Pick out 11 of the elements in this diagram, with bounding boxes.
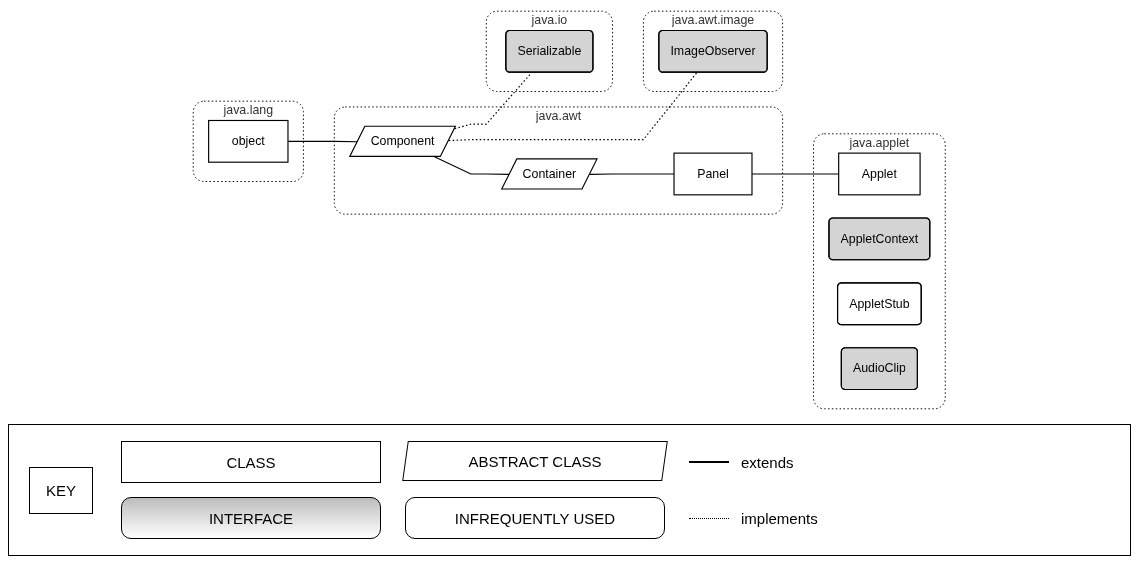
key-label: KEY (29, 466, 93, 514)
connector (589, 173, 675, 175)
node-box: Applet (838, 152, 921, 196)
legend-swatch: INFREQUENTLY USED (405, 497, 665, 539)
connector (454, 72, 533, 130)
legend-text: extends (741, 453, 794, 471)
node-box: object (208, 119, 289, 163)
legend-swatch: INTERFACE (121, 497, 381, 539)
legend-swatch: CLASS (121, 441, 381, 483)
legend-text: implements (741, 509, 818, 527)
node-box: Panel (673, 152, 753, 196)
